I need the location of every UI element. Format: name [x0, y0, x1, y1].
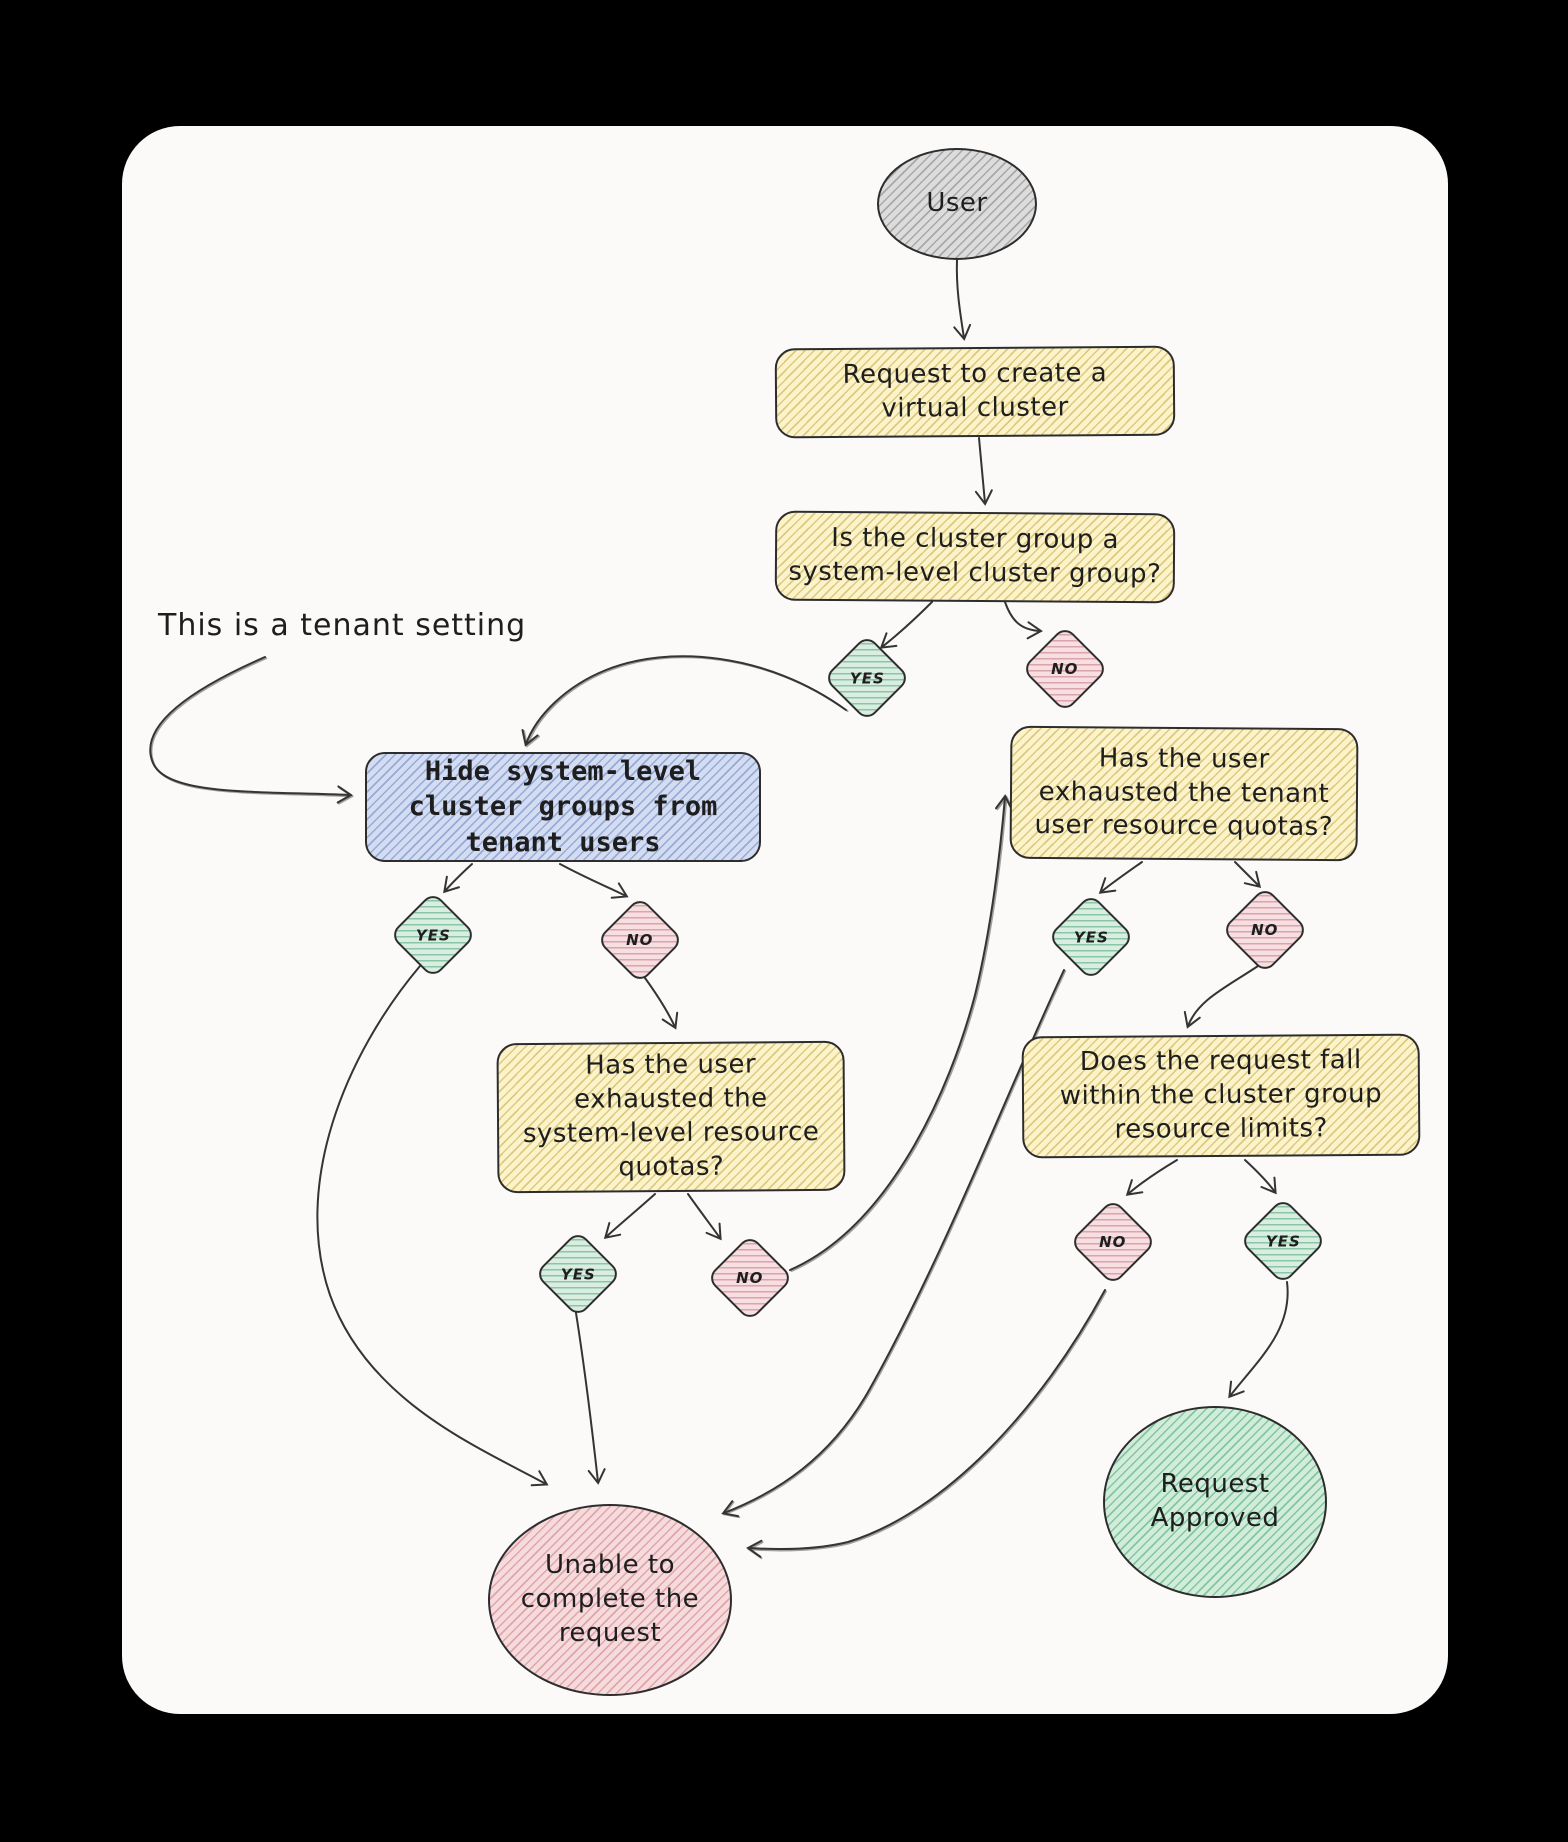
edge-limitsno-to-unable-ghost: [750, 1291, 1106, 1550]
decision-diamond-limits-yes-label: YES: [1265, 1231, 1301, 1250]
edge-tenantquota-to-no: [1234, 861, 1262, 889]
decision-diamond-system-no-label: NO: [1051, 660, 1079, 678]
decision-diamond-limits-no-label: NO: [1099, 1233, 1127, 1251]
edge-hideyes-to-unable: [316, 965, 549, 1487]
end-node-unable-complete-label: Unable to complete the request: [520, 1550, 700, 1648]
process-node-hide-system-level-label: Hide system-level cluster groups from te…: [408, 756, 718, 858]
edge-sysquota-to-yes: [603, 1193, 656, 1239]
edge-tenantyes-to-unable: [721, 969, 1065, 1518]
edge-sysno-to-tenantquota-ghost: [792, 798, 1007, 1271]
question-node-exhausted-tenant: Has the user exhausted the tenant user r…: [1009, 725, 1359, 862]
edge-tenantno-to-limits: [1183, 965, 1259, 1029]
question-node-is-system-level: Is the cluster group a system-level clus…: [774, 510, 1176, 604]
edge-limitsyes-to-approved: [1228, 1281, 1289, 1399]
end-node-request-approved-label: Request Approved: [1150, 1469, 1280, 1533]
decision-diamond-hide-no-label: NO: [626, 931, 654, 949]
edge-limitsno-to-unable: [746, 1289, 1106, 1558]
question-node-exhausted-system-label: Has the user exhausted the system-level …: [522, 1049, 820, 1183]
process-node-request-create-label: Request to create a virtual cluster: [842, 358, 1108, 424]
edge-question1-to-yes: [879, 601, 933, 649]
edge-limits-to-no: [1125, 1159, 1178, 1196]
question-node-within-limits: Does the request fall within the cluster…: [1021, 1033, 1421, 1159]
decision-diamond-hide-yes-label: YES: [415, 925, 451, 944]
decision-diamond-tenantquota-no-label: NO: [1251, 921, 1279, 939]
edge-yes-to-hide-box-ghost: [528, 657, 848, 745]
edge-question1-to-no: [1004, 601, 1043, 640]
edge-sysyes-to-unable: [575, 1312, 606, 1485]
decision-diamond-tenantquota-yes-label: YES: [1073, 927, 1109, 946]
edge-hideno-to-sysquota: [644, 977, 679, 1030]
question-node-is-system-level-label: Is the cluster group a system-level clus…: [788, 523, 1162, 590]
edge-request-to-question1: [974, 437, 993, 506]
end-node-request-approved: Request Approved: [1103, 1406, 1327, 1598]
edge-limits-to-yes: [1244, 1159, 1277, 1195]
edge-sysquota-to-no: [687, 1193, 722, 1241]
question-node-within-limits-label: Does the request fall within the cluster…: [1059, 1045, 1383, 1145]
process-node-hide-system-level: Hide system-level cluster groups from te…: [365, 752, 761, 862]
edge-annotation-to-hide-box-ghost: [151, 658, 351, 796]
edge-yes-to-hide-box: [521, 655, 847, 747]
edge-user-to-request: [953, 259, 972, 341]
question-node-exhausted-tenant-label: Has the user exhausted the tenant user r…: [1034, 743, 1334, 843]
process-node-request-create: Request to create a virtual cluster: [774, 345, 1176, 439]
decision-diamond-sysquota-no-label: NO: [736, 1269, 764, 1287]
end-node-unable-complete: Unable to complete the request: [488, 1504, 732, 1696]
edge-sysno-to-tenantquota: [789, 794, 1013, 1271]
decision-diamond-sysquota-yes-label: YES: [560, 1264, 596, 1283]
edge-annotation-to-hide-box: [149, 656, 353, 804]
edge-hide-to-yes: [443, 863, 473, 894]
decision-diamond-system-yes-label: YES: [849, 668, 885, 687]
annotation-tenant-setting: This is a tenant setting: [158, 608, 527, 643]
start-node-user-label: User: [926, 188, 988, 219]
edge-hide-to-no: [559, 863, 629, 899]
start-node-user: User: [877, 148, 1037, 260]
question-node-exhausted-system: Has the user exhausted the system-level …: [496, 1040, 846, 1194]
edge-tenantquota-to-yes: [1098, 861, 1143, 894]
